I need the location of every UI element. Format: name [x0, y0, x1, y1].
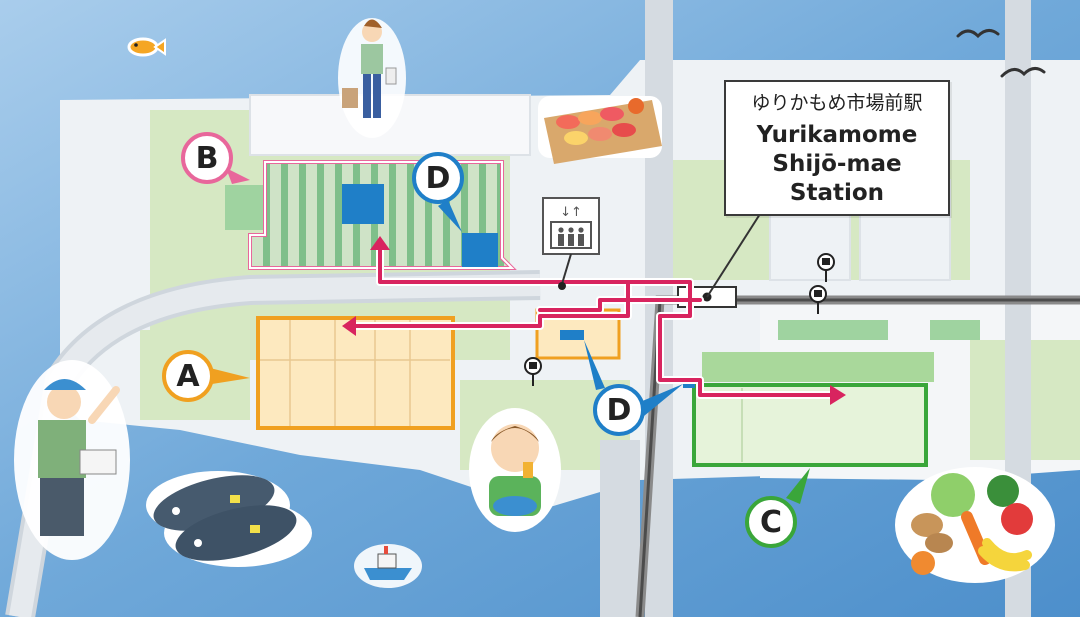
- svg-text:↓↑: ↓↑: [560, 205, 582, 220]
- station-name-ja: ゆりかもめ市場前駅: [751, 92, 923, 114]
- station-name-en-line2: Shijō-mae: [772, 151, 902, 177]
- area-label-d-lower[interactable]: D: [593, 384, 645, 436]
- fishmonger-illustration: [14, 360, 130, 560]
- station-label: ゆりかもめ市場前駅 Yurikamome Shijō-mae Station: [724, 80, 950, 216]
- bus-stop-icon: [817, 253, 835, 282]
- building: [930, 320, 980, 340]
- road-vertical: [600, 440, 640, 617]
- vegetables-icon: [895, 467, 1055, 583]
- area-d-block[interactable]: [462, 233, 498, 267]
- building: [778, 320, 888, 340]
- sushi-icon: [538, 96, 662, 164]
- boy-eating-illustration: [469, 408, 561, 532]
- area-label-d-upper[interactable]: D: [412, 152, 464, 204]
- boat-icon: [354, 544, 422, 588]
- tuna-icon: [146, 471, 312, 567]
- label-b-tail: [226, 168, 250, 184]
- area-label-b[interactable]: B: [181, 132, 233, 184]
- shopper-illustration: [338, 18, 406, 138]
- area-label-c[interactable]: C: [745, 496, 797, 548]
- elevator-marker: [558, 282, 566, 290]
- fish-icon: [127, 37, 166, 57]
- label-d-lower-tail: [584, 340, 605, 390]
- route-arrow-left: [342, 316, 356, 336]
- label-a-tail: [210, 368, 250, 384]
- station-name-en-line3: Station: [789, 180, 885, 206]
- building-c-hatch: [702, 352, 934, 382]
- elevator-icon: ↓↑: [542, 197, 600, 255]
- bus-stop-icon: [524, 357, 542, 386]
- route-arrow-right: [830, 385, 846, 405]
- building: [225, 185, 263, 230]
- seagull-icon: [956, 29, 1046, 78]
- area-label-a[interactable]: A: [162, 350, 214, 402]
- walking-route: [346, 242, 839, 399]
- station-callout-line: [706, 213, 761, 298]
- label-d-upper-tail: [438, 200, 462, 232]
- label-d-lower-tail: [640, 384, 683, 416]
- elevator-pointer: [561, 253, 572, 285]
- bus-stop-icon: [809, 285, 827, 314]
- label-c-tail: [786, 468, 810, 504]
- area-d-block[interactable]: [560, 330, 584, 340]
- area-d-block[interactable]: [342, 184, 384, 224]
- route-arrow-up: [370, 236, 390, 250]
- station-name-en-line1: Yurikamome: [756, 122, 918, 148]
- building-a-grid: [260, 320, 450, 426]
